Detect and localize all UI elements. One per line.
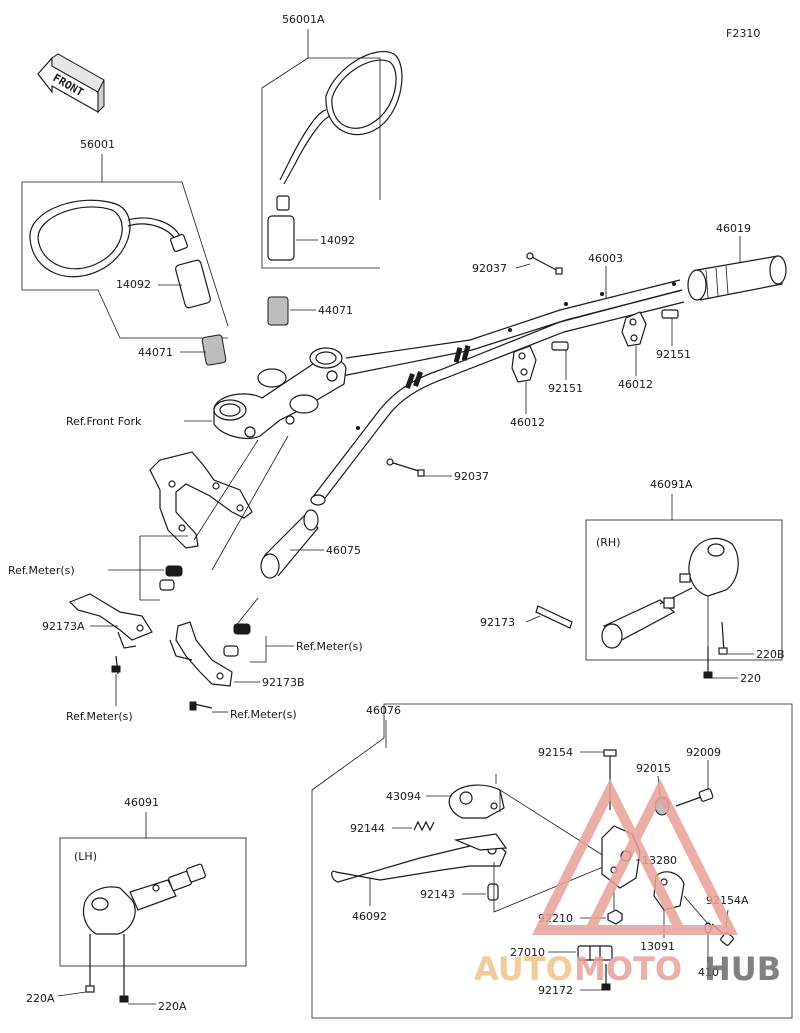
label-46092: 46092 bbox=[352, 910, 387, 923]
label-lh: (LH) bbox=[74, 850, 97, 863]
label-ref-front-fork: Ref.Front Fork bbox=[66, 415, 142, 428]
label-46076: 46076 bbox=[366, 704, 401, 717]
switch-27010 bbox=[577, 945, 613, 961]
spring-92144 bbox=[413, 820, 435, 832]
grip-46075 bbox=[260, 509, 319, 579]
label-92172: 92172 bbox=[538, 984, 573, 997]
label-220A-right: 220A bbox=[158, 1000, 187, 1013]
nut-92210 bbox=[607, 909, 623, 925]
holder-46012-right bbox=[621, 309, 679, 347]
screw-ref-meter-3 bbox=[111, 655, 121, 675]
label-92037-lower: 92037 bbox=[454, 470, 489, 483]
label-44071-lower: 44071 bbox=[138, 346, 173, 359]
watermark-hub: HUB bbox=[704, 950, 781, 988]
label-92173: 92173 bbox=[480, 616, 515, 629]
watermark-moto: MOTO bbox=[574, 950, 682, 988]
label-92144: 92144 bbox=[350, 822, 385, 835]
label-46091A: 46091A bbox=[650, 478, 693, 491]
lever-assy-box bbox=[311, 703, 793, 1019]
label-92151-right: 92151 bbox=[656, 348, 691, 361]
label-92154: 92154 bbox=[538, 746, 573, 759]
screw-220A-right bbox=[119, 934, 129, 1003]
label-ref-meter-1: Ref.Meter(s) bbox=[8, 564, 75, 577]
screw-ref-meter-4 bbox=[189, 701, 213, 711]
label-56001A: 56001A bbox=[282, 13, 325, 26]
screw-220A-left bbox=[85, 934, 95, 993]
pin-92037-lower bbox=[386, 458, 425, 477]
label-410: 410 bbox=[698, 966, 719, 979]
pin-92037-upper bbox=[526, 252, 563, 275]
label-56001: 56001 bbox=[80, 138, 115, 151]
rh-switch-box bbox=[585, 519, 783, 661]
screw-220-rh bbox=[703, 646, 713, 679]
label-ref-meter-2: Ref.Meter(s) bbox=[296, 640, 363, 653]
lh-switch-housing bbox=[82, 863, 206, 935]
label-220B: 220B bbox=[756, 648, 785, 661]
label-92037-upper: 92037 bbox=[472, 262, 507, 275]
clip-92173 bbox=[535, 605, 573, 629]
label-13091: 13091 bbox=[640, 940, 675, 953]
bracket-92173A bbox=[68, 593, 153, 649]
watermark-auto: AUTO bbox=[474, 950, 573, 988]
screw-92172 bbox=[601, 964, 611, 991]
label-220A-left: 220A bbox=[26, 992, 55, 1005]
bracket-92173B bbox=[169, 621, 233, 687]
watermark-logo: AUTO MOTO HUB bbox=[474, 778, 781, 988]
rh-switch-housing bbox=[601, 537, 739, 649]
label-92015: 92015 bbox=[636, 762, 671, 775]
label-92173A: 92173A bbox=[42, 620, 85, 633]
label-92143: 92143 bbox=[420, 888, 455, 901]
label-14092-upper: 14092 bbox=[320, 234, 355, 247]
label-92009: 92009 bbox=[686, 746, 721, 759]
label-27010: 27010 bbox=[510, 946, 545, 959]
holder-46012-left bbox=[511, 341, 569, 383]
mirror-56001 bbox=[21, 154, 229, 366]
label-46091: 46091 bbox=[124, 796, 159, 809]
label-46019: 46019 bbox=[716, 222, 751, 235]
label-14092-lower: 14092 bbox=[116, 278, 151, 291]
lever-46092 bbox=[331, 833, 508, 883]
label-ref-meter-3: Ref.Meter(s) bbox=[66, 710, 133, 723]
label-46012-right: 46012 bbox=[618, 378, 653, 391]
handlebar-46003 bbox=[310, 279, 685, 506]
figure-code: F2310 bbox=[726, 27, 760, 40]
lh-switch-box bbox=[59, 837, 247, 967]
label-ref-meter-4: Ref.Meter(s) bbox=[230, 708, 297, 721]
label-92151-left: 92151 bbox=[548, 382, 583, 395]
meter-grommets bbox=[159, 565, 251, 657]
label-43094: 43094 bbox=[386, 790, 421, 803]
front-arrow-icon: FRONT bbox=[37, 53, 105, 114]
cover-43094 bbox=[448, 784, 505, 819]
collar-92143 bbox=[487, 883, 499, 901]
label-92173B: 92173B bbox=[262, 676, 305, 689]
meter-bracket bbox=[149, 435, 289, 571]
label-220-rh: 220 bbox=[740, 672, 761, 685]
label-rh: (RH) bbox=[596, 536, 621, 549]
mirror-56001A bbox=[261, 29, 403, 326]
label-46003: 46003 bbox=[588, 252, 623, 265]
label-44071-upper: 44071 bbox=[318, 304, 353, 317]
grip-46019 bbox=[687, 255, 787, 301]
label-46075: 46075 bbox=[326, 544, 361, 557]
front-fork-clamp bbox=[213, 347, 347, 439]
label-46012-left: 46012 bbox=[510, 416, 545, 429]
screw-220B bbox=[718, 621, 728, 655]
bolt-92009 bbox=[675, 788, 714, 807]
